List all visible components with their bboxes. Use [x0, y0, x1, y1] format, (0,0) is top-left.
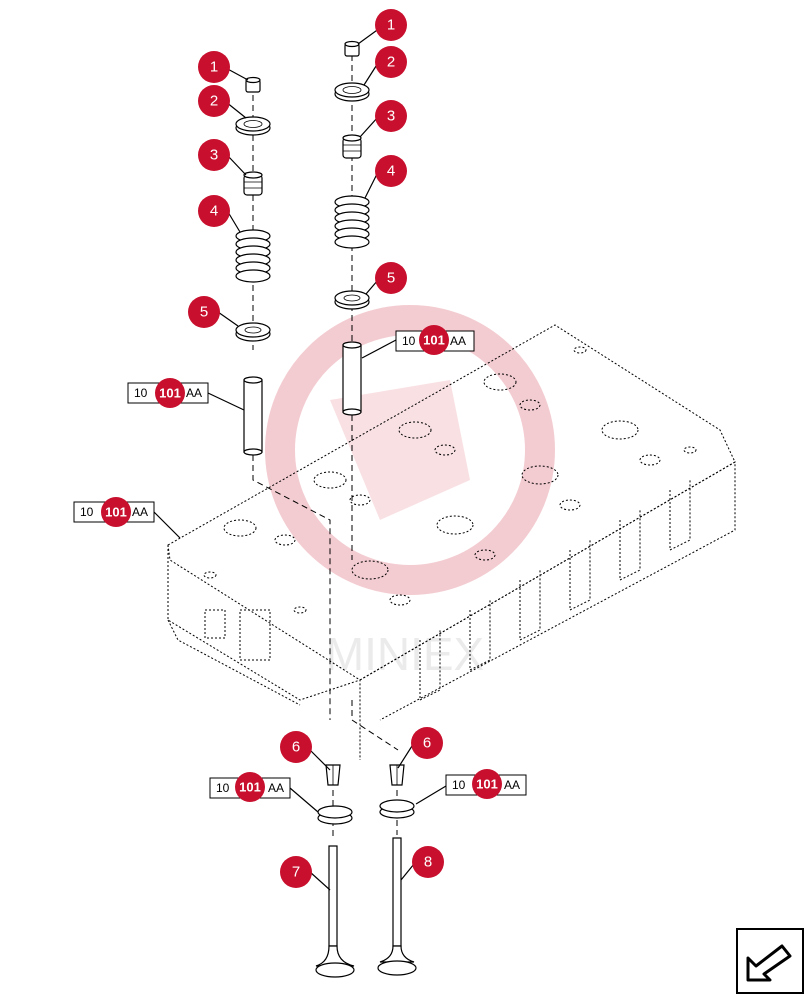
callout-keeper-left[interactable]: 6: [280, 731, 312, 763]
callout-label: 5: [387, 270, 395, 287]
callout-label: 5: [200, 304, 208, 321]
reference-box-cylinder-head[interactable]: 10 AA 101: [73, 497, 155, 527]
right-valve-stack: [334, 40, 370, 416]
callout-label: 2: [387, 54, 395, 71]
reference-box-seat-ring-left[interactable]: 10 AA 101: [209, 772, 291, 802]
reference-number: 101: [159, 386, 181, 401]
cylinder-head: [167, 324, 736, 760]
reference-number: 101: [476, 777, 498, 792]
spring-seat-left: [235, 322, 271, 342]
valve-guide-left: [243, 376, 263, 456]
callout-label: 7: [292, 864, 300, 881]
valve-keepers: [325, 764, 405, 786]
reference-suffix: AA: [186, 386, 202, 400]
callout-seal-cap-right[interactable]: 1: [375, 9, 407, 41]
reference-suffix: AA: [268, 781, 284, 795]
callout-label: 4: [387, 163, 395, 180]
arrow-back-icon[interactable]: [736, 928, 804, 994]
watermark: MINIEX: [265, 305, 555, 680]
reference-prefix: 10: [402, 334, 416, 348]
stem-seal-cap-right: [344, 40, 360, 57]
callout-exhaust-valve[interactable]: 8: [412, 846, 444, 878]
callout-retainer-right[interactable]: 2: [375, 46, 407, 78]
callout-label: 8: [424, 854, 432, 871]
reference-boxes: 10 AA 101 10 AA 101 10 AA 101 10 AA 101: [73, 325, 527, 802]
reference-prefix: 10: [216, 781, 230, 795]
callout-label: 1: [387, 17, 395, 34]
reference-suffix: AA: [504, 778, 520, 792]
reference-number: 101: [105, 505, 127, 520]
callout-label: 2: [210, 93, 218, 110]
reference-box-seat-ring-right[interactable]: 10 AA 101: [445, 769, 527, 799]
valve-stem-seal-left: [243, 171, 263, 196]
callout-label: 3: [210, 147, 218, 164]
reference-prefix: 10: [134, 386, 148, 400]
valve-spring-left: [235, 229, 271, 283]
spring-retainer-right: [334, 82, 370, 102]
reference-suffix: AA: [450, 334, 466, 348]
callout-seal-cap-left[interactable]: 1: [198, 51, 230, 83]
callout-spring-left[interactable]: 4: [198, 195, 230, 227]
spring-retainer-left: [235, 116, 271, 136]
callouts: 1 1 2 2 3 3 4 4: [188, 9, 444, 888]
callout-label: 1: [210, 59, 218, 76]
callout-keeper-right[interactable]: 6: [411, 727, 443, 759]
valve-stem-seal-right: [342, 134, 362, 159]
intake-valve: [315, 845, 355, 978]
callout-stem-seal-left[interactable]: 3: [198, 139, 230, 171]
callout-label: 6: [423, 735, 431, 752]
exhaust-valve: [377, 837, 417, 976]
reference-box-valve-guide-right[interactable]: 10 AA 101: [395, 325, 475, 355]
valve-spring-right: [334, 195, 370, 249]
left-valve-stack: [235, 76, 271, 456]
valve-seat-rings: [317, 799, 415, 825]
stem-seal-cap-left: [245, 76, 261, 93]
reference-box-valve-guide-left[interactable]: 10 AA 101: [127, 378, 209, 408]
reference-number: 101: [239, 780, 261, 795]
callout-spring-seat-left[interactable]: 5: [188, 296, 220, 328]
callout-stem-seal-right[interactable]: 3: [375, 100, 407, 132]
callout-spring-seat-right[interactable]: 5: [375, 262, 407, 294]
callout-spring-right[interactable]: 4: [375, 155, 407, 187]
callout-label: 4: [210, 203, 218, 220]
reference-prefix: 10: [452, 778, 466, 792]
callout-retainer-left[interactable]: 2: [198, 85, 230, 117]
callout-intake-valve[interactable]: 7: [280, 856, 312, 888]
reference-prefix: 10: [80, 505, 94, 519]
spring-seat-right: [334, 290, 370, 310]
callout-label: 3: [387, 108, 395, 125]
callout-label: 6: [292, 739, 300, 756]
reference-suffix: AA: [132, 505, 148, 519]
valve-guide-right: [342, 341, 362, 416]
reference-number: 101: [423, 333, 445, 348]
